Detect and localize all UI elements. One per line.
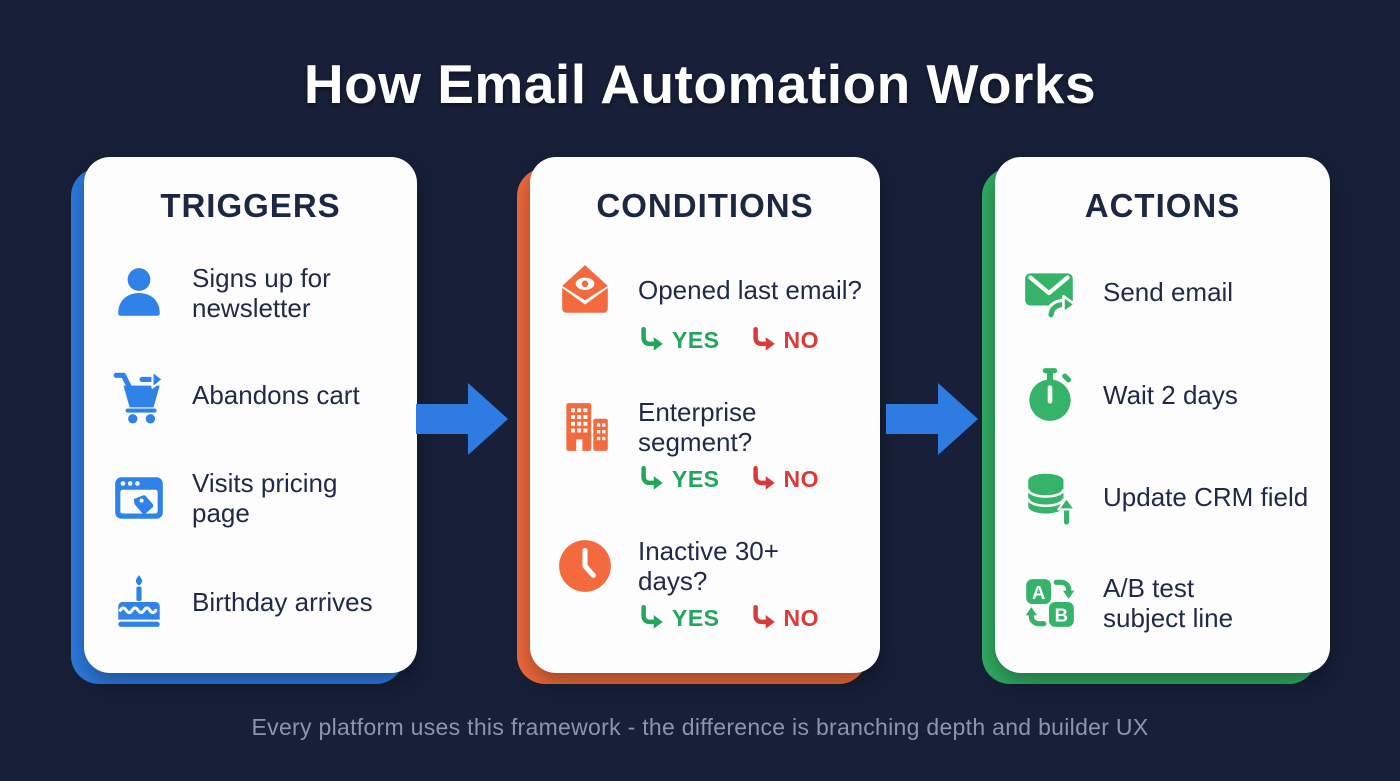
branch-no-arrow-icon [752, 327, 775, 351]
trigger-item: Visits pricing page [110, 468, 405, 529]
trigger-item-label: Signs up for newsletter [192, 263, 331, 324]
action-item-label: Update CRM field [1103, 481, 1309, 512]
trigger-item: Signs up for newsletter [110, 263, 405, 324]
no-branch: NO [750, 465, 820, 493]
condition-branch: YES NO [638, 327, 870, 354]
branch-yes-arrow-icon [641, 327, 663, 351]
birthday-cake-icon [110, 573, 168, 631]
condition-item: Enterprise segment? YES NO [556, 397, 870, 493]
buildings-icon [556, 398, 614, 456]
yes-branch: YES [638, 604, 720, 632]
action-item-label: Send email [1103, 276, 1234, 307]
trigger-item-label: Birthday arrives [192, 586, 373, 617]
trigger-item: Birthday arrives [110, 573, 405, 631]
footer-note: Every platform uses this framework - the… [251, 714, 1149, 740]
cart-arrow-icon [110, 366, 168, 424]
action-item: Send email [1021, 263, 1318, 321]
triggers-card: TRIGGERS Signs up for newsletter [71, 157, 417, 684]
action-item-label: Wait 2 days [1103, 379, 1238, 410]
ab-test-icon: A B [1021, 574, 1079, 632]
branch-yes-arrow-icon [641, 465, 663, 490]
condition-item-label: Inactive 30+ days? [638, 536, 779, 597]
branch-yes-arrow-icon [641, 604, 663, 629]
action-item: Wait 2 days [1021, 366, 1318, 424]
browser-tag-icon [110, 469, 168, 527]
condition-branch: YES NO [638, 604, 870, 632]
send-email-icon [1021, 263, 1079, 321]
svg-text:A: A [1032, 582, 1045, 603]
condition-item: Inactive 30+ days? YES NO [556, 536, 870, 632]
branch-no-arrow-icon [752, 465, 775, 490]
triggers-title: TRIGGERS [160, 187, 341, 224]
conditions-to-actions-arrow-icon [886, 377, 978, 461]
svg-text:B: B [1055, 605, 1068, 626]
actions-card: ACTIONS Send email [982, 157, 1330, 684]
action-item: Update CRM field [1021, 468, 1318, 526]
condition-item-label: Enterprise segment? [638, 397, 757, 458]
trigger-item-label: Abandons cart [192, 379, 360, 410]
actions-title: ACTIONS [1084, 187, 1241, 224]
trigger-item-label: Visits pricing page [192, 468, 338, 529]
user-icon [110, 264, 168, 322]
condition-item-label: Opened last email? [638, 274, 863, 305]
page-title: How Email Automation Works [303, 53, 1097, 115]
no-branch: NO [750, 327, 820, 354]
clock-icon [556, 537, 614, 595]
branch-no-arrow-icon [752, 604, 775, 629]
no-branch: NO [750, 604, 820, 632]
condition-item: Opened last email? YES NO [556, 261, 870, 354]
yes-branch: YES [638, 465, 720, 493]
action-item-label: A/B test subject line [1103, 573, 1234, 634]
conditions-card: CONDITIONS Opened last email? YES [517, 157, 880, 684]
stopwatch-icon [1021, 366, 1079, 424]
database-up-icon [1021, 468, 1079, 526]
conditions-title: CONDITIONS [596, 187, 814, 224]
opened-email-eye-icon [556, 261, 614, 319]
condition-branch: YES NO [638, 465, 870, 493]
triggers-to-conditions-arrow-icon [416, 377, 508, 461]
yes-branch: YES [638, 327, 720, 354]
trigger-item: Abandons cart [110, 366, 405, 424]
action-item: A B A/B test subject line [1021, 573, 1318, 634]
